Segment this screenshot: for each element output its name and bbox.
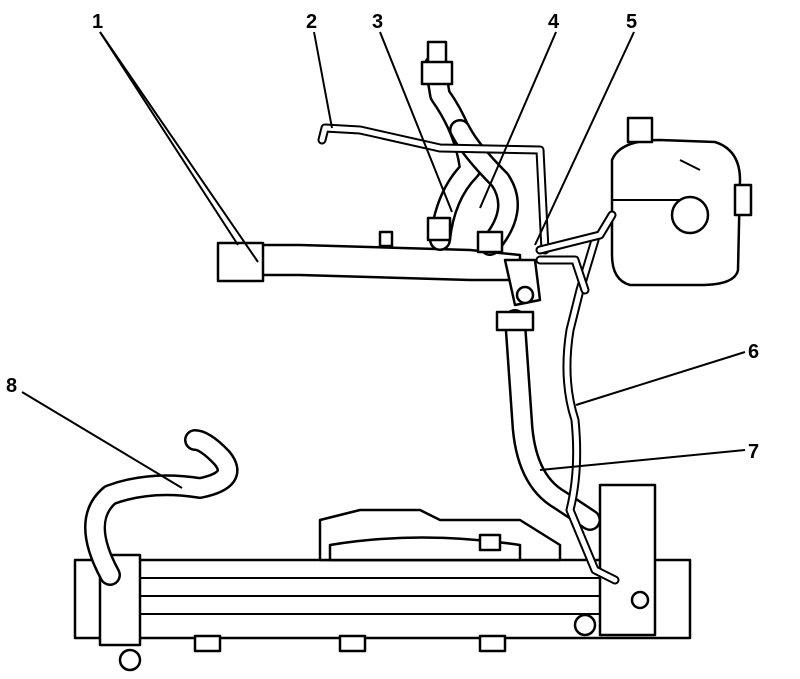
surge-tank-hose-6 [535, 210, 620, 585]
leader-lines [21, 31, 746, 489]
callout-5: 5 [626, 11, 637, 33]
leader-1a [99, 31, 239, 246]
leader-1b [99, 31, 259, 263]
leader-7 [539, 449, 746, 471]
coolant-pipe-1 [216, 230, 542, 307]
radiator-hose-8 [84, 429, 239, 586]
callout-6: 6 [748, 341, 759, 363]
coolant-reservoir [610, 116, 753, 287]
leader-4 [479, 31, 557, 209]
radiator-hose-7 [495, 309, 601, 531]
leader-5 [534, 31, 635, 246]
heater-hoses [420, 40, 519, 256]
callout-4: 4 [548, 11, 560, 33]
callout-3: 3 [372, 11, 383, 33]
leader-6 [575, 351, 746, 406]
radiator [73, 483, 692, 672]
leader-2 [313, 31, 333, 129]
callout-7: 7 [748, 441, 759, 463]
leader-3 [379, 31, 453, 213]
callout-8: 8 [6, 375, 17, 397]
leader-8 [21, 391, 183, 489]
fan-shroud [318, 508, 562, 562]
callout-1: 1 [92, 11, 103, 33]
callout-2: 2 [306, 11, 317, 33]
bypass-pipe-2 [317, 123, 550, 255]
